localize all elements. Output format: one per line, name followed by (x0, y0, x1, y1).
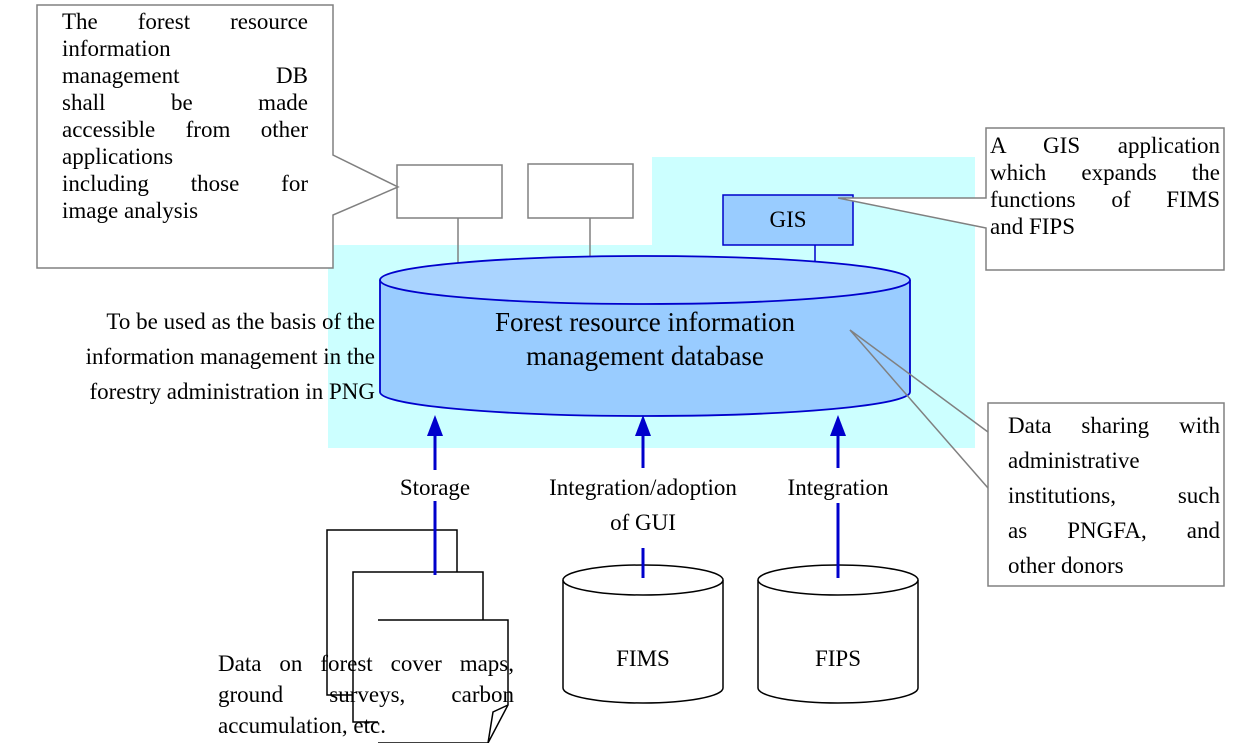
gui-arrow-head (635, 415, 651, 436)
app-box-2 (527, 163, 634, 219)
callout-db-access-line: image analysis (62, 198, 199, 223)
callout-gis-app-frame (837, 127, 1225, 271)
callout-data-sharing-frame (987, 402, 1225, 587)
data-docs-line: accumulation, etc. (218, 713, 386, 738)
main-db-top (379, 255, 911, 305)
callout-data-sharing-line: Data sharing with (1008, 413, 1220, 438)
callout-gis-app-line: functions of FIMS (990, 187, 1220, 212)
fips-cylinder-body (757, 580, 919, 704)
callout-db-access-line: applications (62, 144, 174, 169)
callout-data-sharing-line: institutions, such (1008, 483, 1220, 508)
basis-text-line: forestry administration in PNG (89, 379, 375, 404)
integration-label: Integration (787, 475, 889, 500)
data-docs-text: Data on forest cover maps, ground survey… (218, 648, 514, 741)
integration-gui-label: Integration/adoption of GUI (500, 470, 786, 540)
callout-db-access-line: information (62, 36, 171, 61)
callout-db-access-text: The forest resource information manageme… (62, 8, 308, 224)
callout-data-sharing-pointer-b (849, 329, 989, 489)
storage-label: Storage (375, 474, 495, 501)
callout-data-sharing-line: other donors (1008, 553, 1124, 578)
callout-gis-app-line: and FIPS (990, 214, 1075, 239)
callout-data-sharing-line: as PNGFA, and (1008, 518, 1220, 543)
basis-text-line: information management in the (85, 344, 375, 369)
fims-cylinder-body (562, 580, 724, 704)
main-db-body (379, 280, 911, 417)
gis-box (722, 194, 854, 246)
callout-db-access-line: accessible from other (62, 117, 308, 142)
main-db-label-line: Forest resource information (495, 307, 795, 337)
data-docs-line: Data on forest cover maps, (218, 651, 514, 676)
callout-gis-app-line: A GIS application (990, 133, 1220, 158)
integration-gui-line: Integration/adoption (549, 475, 737, 500)
callout-db-access-frame (36, 4, 400, 269)
storage-arrow-head (427, 415, 443, 436)
callout-db-access-line: management DB (62, 63, 308, 88)
integration-gui-line: of GUI (610, 510, 676, 535)
doc-page-fold (487, 704, 509, 743)
callout-gis-app-line: which expands the (990, 160, 1220, 185)
callout-db-access-line: shall be made (62, 90, 308, 115)
callout-gis-app-text: A GIS application which expands the func… (990, 132, 1220, 240)
main-db-label: Forest resource information management d… (425, 305, 865, 373)
basis-text: To be used as the basis of the informati… (0, 304, 375, 409)
callout-data-sharing-pointer-a (849, 329, 989, 433)
callout-db-access-line: including those for (62, 171, 308, 196)
fims-label: FIMS (616, 646, 670, 671)
callout-db-access-line: The forest resource (62, 9, 308, 34)
integration-arrow-head (830, 415, 846, 436)
app-box-1 (396, 164, 503, 219)
callout-data-sharing-line: administrative (1008, 448, 1140, 473)
basis-text-line: To be used as the basis of the (106, 309, 375, 334)
callout-data-sharing-text: Data sharing with administrative institu… (1008, 408, 1220, 583)
main-db-label-line: management database (526, 341, 764, 371)
data-docs-line: ground surveys, carbon (218, 682, 514, 707)
fips-label: FIPS (814, 646, 862, 671)
gis-label: GIS (769, 207, 807, 232)
